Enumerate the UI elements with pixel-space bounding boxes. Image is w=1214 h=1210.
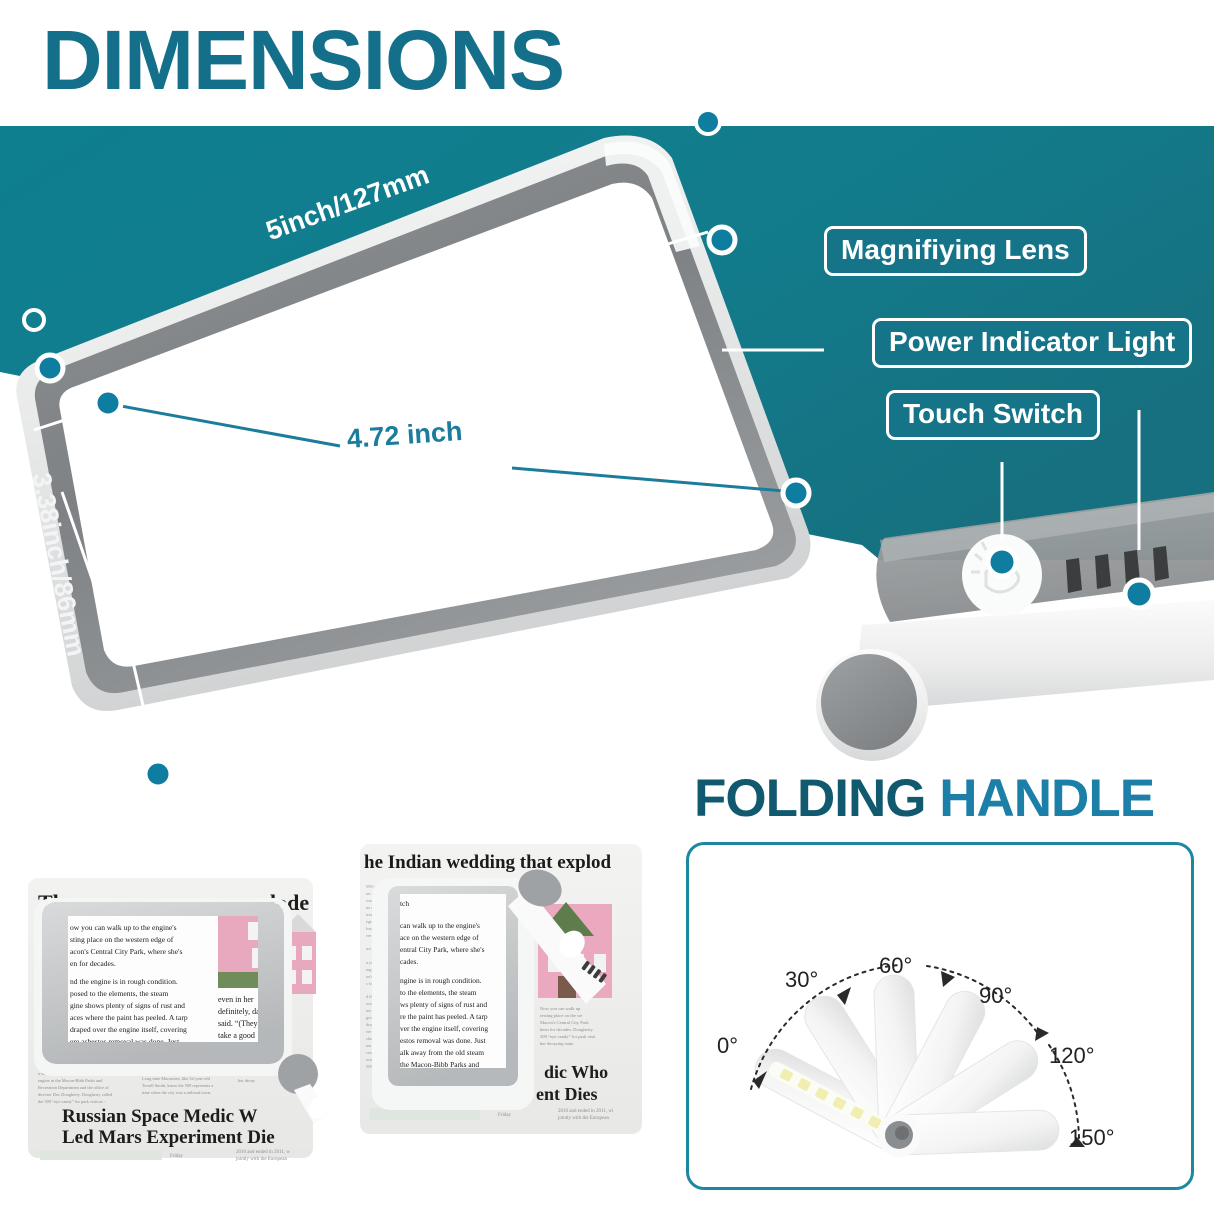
photo1-mag-line: ere asbestos removal was done. Just [70, 1037, 180, 1046]
photo2-inset-line: her decaying state. [540, 1041, 574, 1046]
photo2-footer-day: Friday [498, 1113, 512, 1118]
photo1-right-line: take a good [218, 1031, 255, 1040]
photo2-footer-line: 2010 and ended in 2011, wi [558, 1109, 614, 1114]
photo1-mag-line: aces where the paint has peeled. A tarp [70, 1013, 188, 1022]
photo1-small-line: Long time Maconites, like 52-year-old [142, 1076, 211, 1082]
svg-text:long a: long a [366, 926, 377, 931]
photo1-mag-line: sting place on the western edge of [70, 935, 174, 944]
angle-label-120: 120° [1049, 1043, 1095, 1068]
angle-label-60: 60° [879, 953, 912, 978]
photo1-footer-line: 2010 and ended in 2011, w [236, 1150, 290, 1155]
photo1-mag-line: ow you can walk up to the engine's [70, 923, 177, 932]
callout-power-indicator-light[interactable]: Power Indicator Light [872, 318, 1193, 368]
photo1-bottom-headline: Russian Space Medic W [62, 1106, 257, 1127]
photo2-mag-line: alk away from the old steam [400, 1048, 484, 1057]
folding-handle-title: FOLDING HANDLE [694, 769, 1155, 828]
angle-label-0: 0° [717, 1033, 738, 1058]
svg-text:ine sh: ine sh [366, 1008, 377, 1013]
photo2-inset-line: been for decades. Dougherty [540, 1027, 594, 1032]
photo2-bottom-headline: ent Dies [536, 1084, 598, 1104]
svg-text:on's C: on's C [366, 974, 377, 979]
photo1-small-line: Terrell Smith, know the 509 represents a [142, 1083, 213, 1089]
photo1-mag-line: posed to the elements, the steam [70, 989, 168, 998]
photo2-mag-line: ngine is in rough condition. [400, 976, 482, 985]
photo1-footer-line: jointly with the European [235, 1157, 287, 1162]
photo1-footer-day: Friday [170, 1154, 184, 1159]
photo1-small-line: the 509 “eye candy” for park visitors - [38, 1099, 106, 1104]
callout-touch-switch[interactable]: Touch Switch [886, 390, 1100, 440]
photo1-mag-line: acon's Central City Park, where she's [70, 947, 182, 956]
magnifier-illustration [16, 110, 1214, 790]
angle-label-150: 150° [1069, 1125, 1115, 1150]
photo1-mag-line: gine shows plenty of signs of rust and [70, 1001, 185, 1010]
photo1-small-line: time when the city was a railroad town. [142, 1090, 211, 1095]
page-title: DIMENSIONS [42, 13, 565, 107]
photo1-mag-line: draped over the engine itself, covering [70, 1025, 187, 1034]
svg-text:ine in: ine in [366, 1043, 377, 1048]
photo1-mag-line: nd the engine is in rough condition. [70, 977, 178, 986]
folding-title-word1: FOLDING [694, 769, 926, 828]
photo2-inset-line: 509 “eye candy” for park visit [540, 1034, 596, 1039]
photo1-small-line: director Doc Dougherty. Dougherty called [38, 1092, 113, 1097]
svg-text:travels: travels [366, 912, 378, 917]
photo2-mag-line: ver the engine itself, covering [400, 1024, 488, 1033]
photo2-mag-line: estos removal was done. Just [400, 1036, 487, 1045]
photo2-mag-line: re the paint has peeled. A tarp [400, 1012, 488, 1021]
photo1-small-line: her decay [238, 1078, 256, 1083]
svg-text:509 st: 509 st [366, 884, 377, 889]
photo2-mag-line: entral City Park, where she's [400, 945, 485, 954]
photo2-inset-line: Macon's Central City Park [540, 1020, 589, 1025]
photo2-mag-line: can walk up to the engine's [400, 921, 480, 930]
photo2-headline: he Indian wedding that explod [364, 852, 612, 873]
svg-text:509 “: 509 “ [366, 1064, 376, 1069]
svg-text:d the e: d the e [366, 994, 378, 999]
callout-magnifying-lens[interactable]: Magnifiying Lens [824, 226, 1087, 276]
photo1-right-line: definitely, da [218, 1007, 260, 1016]
photo1-bottom-headline: Led Mars Experiment Die [62, 1127, 275, 1148]
angle-label-90: 90° [979, 983, 1012, 1008]
photo2-inset-line: Now you can walk up [540, 1006, 581, 1011]
photo2-mag-line: tch [400, 899, 409, 908]
angle-label-30: 30° [785, 967, 818, 992]
folding-title-word2: HANDLE [939, 769, 1155, 828]
photo2-mag-line: ace on the western edge of [400, 933, 479, 942]
photo2-mag-line: cades. [400, 957, 418, 966]
svg-text:osed: osed [366, 1001, 375, 1006]
photo1-right-line: even in her [218, 995, 254, 1004]
photo1-small-line: Recreation Department and the office of [38, 1085, 109, 1090]
photo1-small-line: engine in the Macon-Bibb Parks and [38, 1078, 103, 1083]
photo1-right-line: said. “(They [218, 1019, 258, 1028]
photo2-inset-line: resting place on the we [540, 1013, 582, 1018]
photo2-mag-line: the Macon-Bibb Parks and [400, 1060, 479, 1069]
photo1-mag-line: en for decades. [70, 959, 116, 968]
folding-handle-fan: 0° 30° 60° 90° 120° 150° [717, 953, 1115, 1157]
photo2-bottom-headline: dic Who [544, 1062, 608, 1082]
folding-handle-diagram-box: 0° 30° 60° 90° 120° 150° [686, 842, 1194, 1190]
svg-text:a you: a you [366, 960, 376, 965]
photo2-footer-line: jointly with the European [557, 1116, 609, 1121]
product-photo-newspaper-portrait: he Indian wedding that explod 509 stter … [360, 844, 642, 1134]
product-photo-newspaper-landscape: Th lode ow you can walk up to the engine… [28, 878, 328, 1162]
svg-text:ing pl: ing pl [366, 967, 377, 972]
photo2-mag-line: ws plenty of signs of rust and [400, 1000, 487, 1009]
photo2-mag-line: to the elements, the steam [400, 988, 477, 997]
